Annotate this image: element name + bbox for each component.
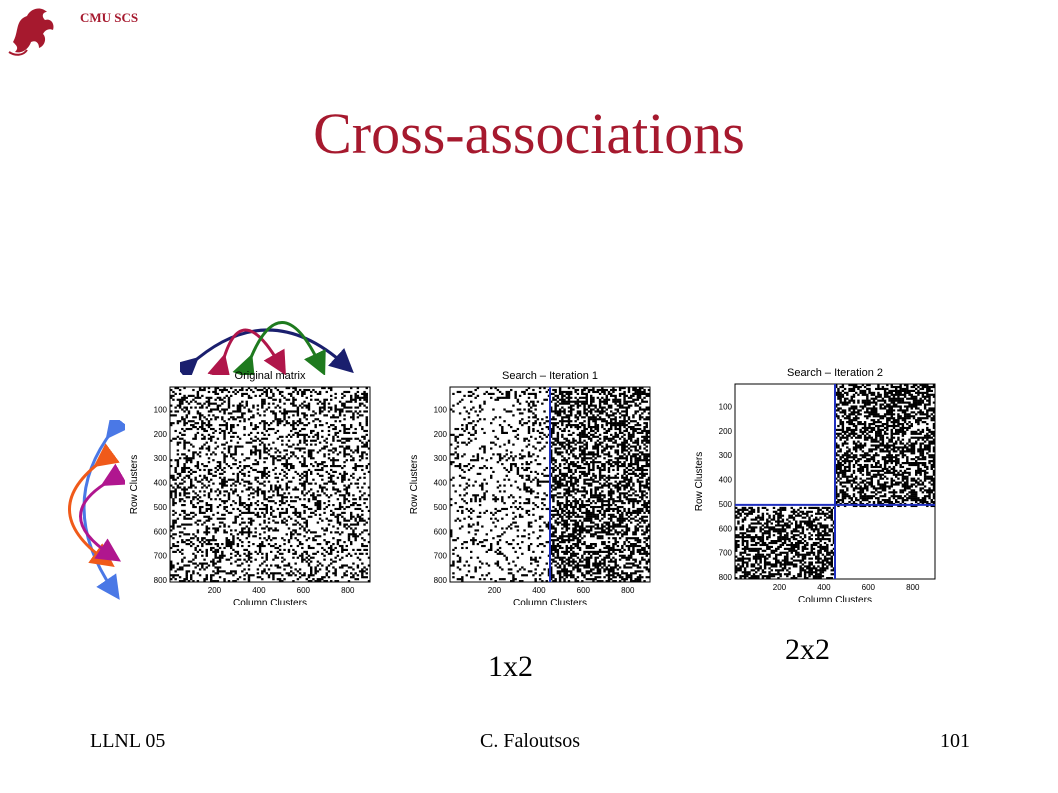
matrix-ytick: 400 (434, 479, 448, 488)
matrix-ytick: 200 (434, 430, 448, 439)
matrix-ylabel: Row Clusters (409, 455, 420, 514)
matrix-ytick: 200 (719, 427, 733, 436)
matrix-xtick: 200 (208, 586, 222, 595)
matrix-ytick: 200 (154, 430, 168, 439)
matrix-cells (450, 387, 650, 582)
matrix-xlabel: Column Clusters (233, 598, 307, 605)
dragon-logo-icon (8, 8, 54, 56)
matrix-ytick: 100 (154, 405, 168, 414)
matrix-title: Search – Iteration 2 (787, 367, 883, 379)
matrix-ytick: 600 (154, 527, 168, 536)
matrix-ytick: 100 (719, 402, 733, 411)
matrix-ytick: 700 (154, 552, 168, 561)
matrix-ytick: 600 (434, 527, 448, 536)
matrix-ytick: 100 (434, 405, 448, 414)
column-swap-arrows-icon (180, 321, 354, 375)
matrix-ytick: 400 (154, 479, 168, 488)
matrix-ytick: 800 (719, 573, 733, 582)
matrix-xtick: 600 (577, 586, 591, 595)
matrix-xtick: 400 (532, 586, 546, 595)
matrix-xtick: 600 (297, 586, 311, 595)
matrix-xlabel: Column Clusters (513, 598, 587, 605)
matrix-ytick: 300 (719, 451, 733, 460)
matrix-ytick: 800 (154, 576, 168, 585)
page-title: Cross-associations (313, 101, 745, 166)
matrix-title: Original matrix (235, 370, 306, 382)
matrix-cells (735, 384, 935, 579)
footer-center: C. Faloutsos (480, 730, 581, 752)
matrix-xtick: 600 (862, 583, 876, 592)
caption-1x2: 1x2 (488, 650, 533, 683)
matrix-title: Search – Iteration 1 (502, 370, 598, 382)
caption-2x2: 2x2 (785, 633, 830, 666)
footer-page-number: 101 (940, 730, 970, 752)
matrix-cells (170, 387, 370, 582)
matrix-ytick: 700 (434, 552, 448, 561)
matrix-xtick: 800 (341, 586, 355, 595)
matrix-xtick: 400 (817, 583, 831, 592)
footer-left: LLNL 05 (90, 730, 166, 752)
matrix-ytick: 700 (719, 549, 733, 558)
matrix-ylabel: Row Clusters (129, 455, 140, 514)
matrix-ytick: 500 (719, 500, 733, 509)
logo-text: CMU SCS (80, 10, 139, 25)
matrix-xtick: 800 (906, 583, 920, 592)
matrix-xtick: 200 (488, 586, 502, 595)
matrix-xtick: 400 (252, 586, 266, 595)
matrix-xtick: 200 (773, 583, 787, 592)
matrix-ytick: 300 (434, 454, 448, 463)
matrix-ylabel: Row Clusters (694, 452, 705, 511)
matrix-ytick: 800 (434, 576, 448, 585)
matrix-ytick: 500 (434, 503, 448, 512)
matrix-ytick: 300 (154, 454, 168, 463)
matrix-xtick: 800 (621, 586, 635, 595)
matrix-ytick: 400 (719, 476, 733, 485)
matrix-xlabel: Column Clusters (798, 595, 872, 602)
matrix-ytick: 500 (154, 503, 168, 512)
row-swap-arrows-icon (68, 420, 125, 600)
matrix-ytick: 600 (719, 524, 733, 533)
